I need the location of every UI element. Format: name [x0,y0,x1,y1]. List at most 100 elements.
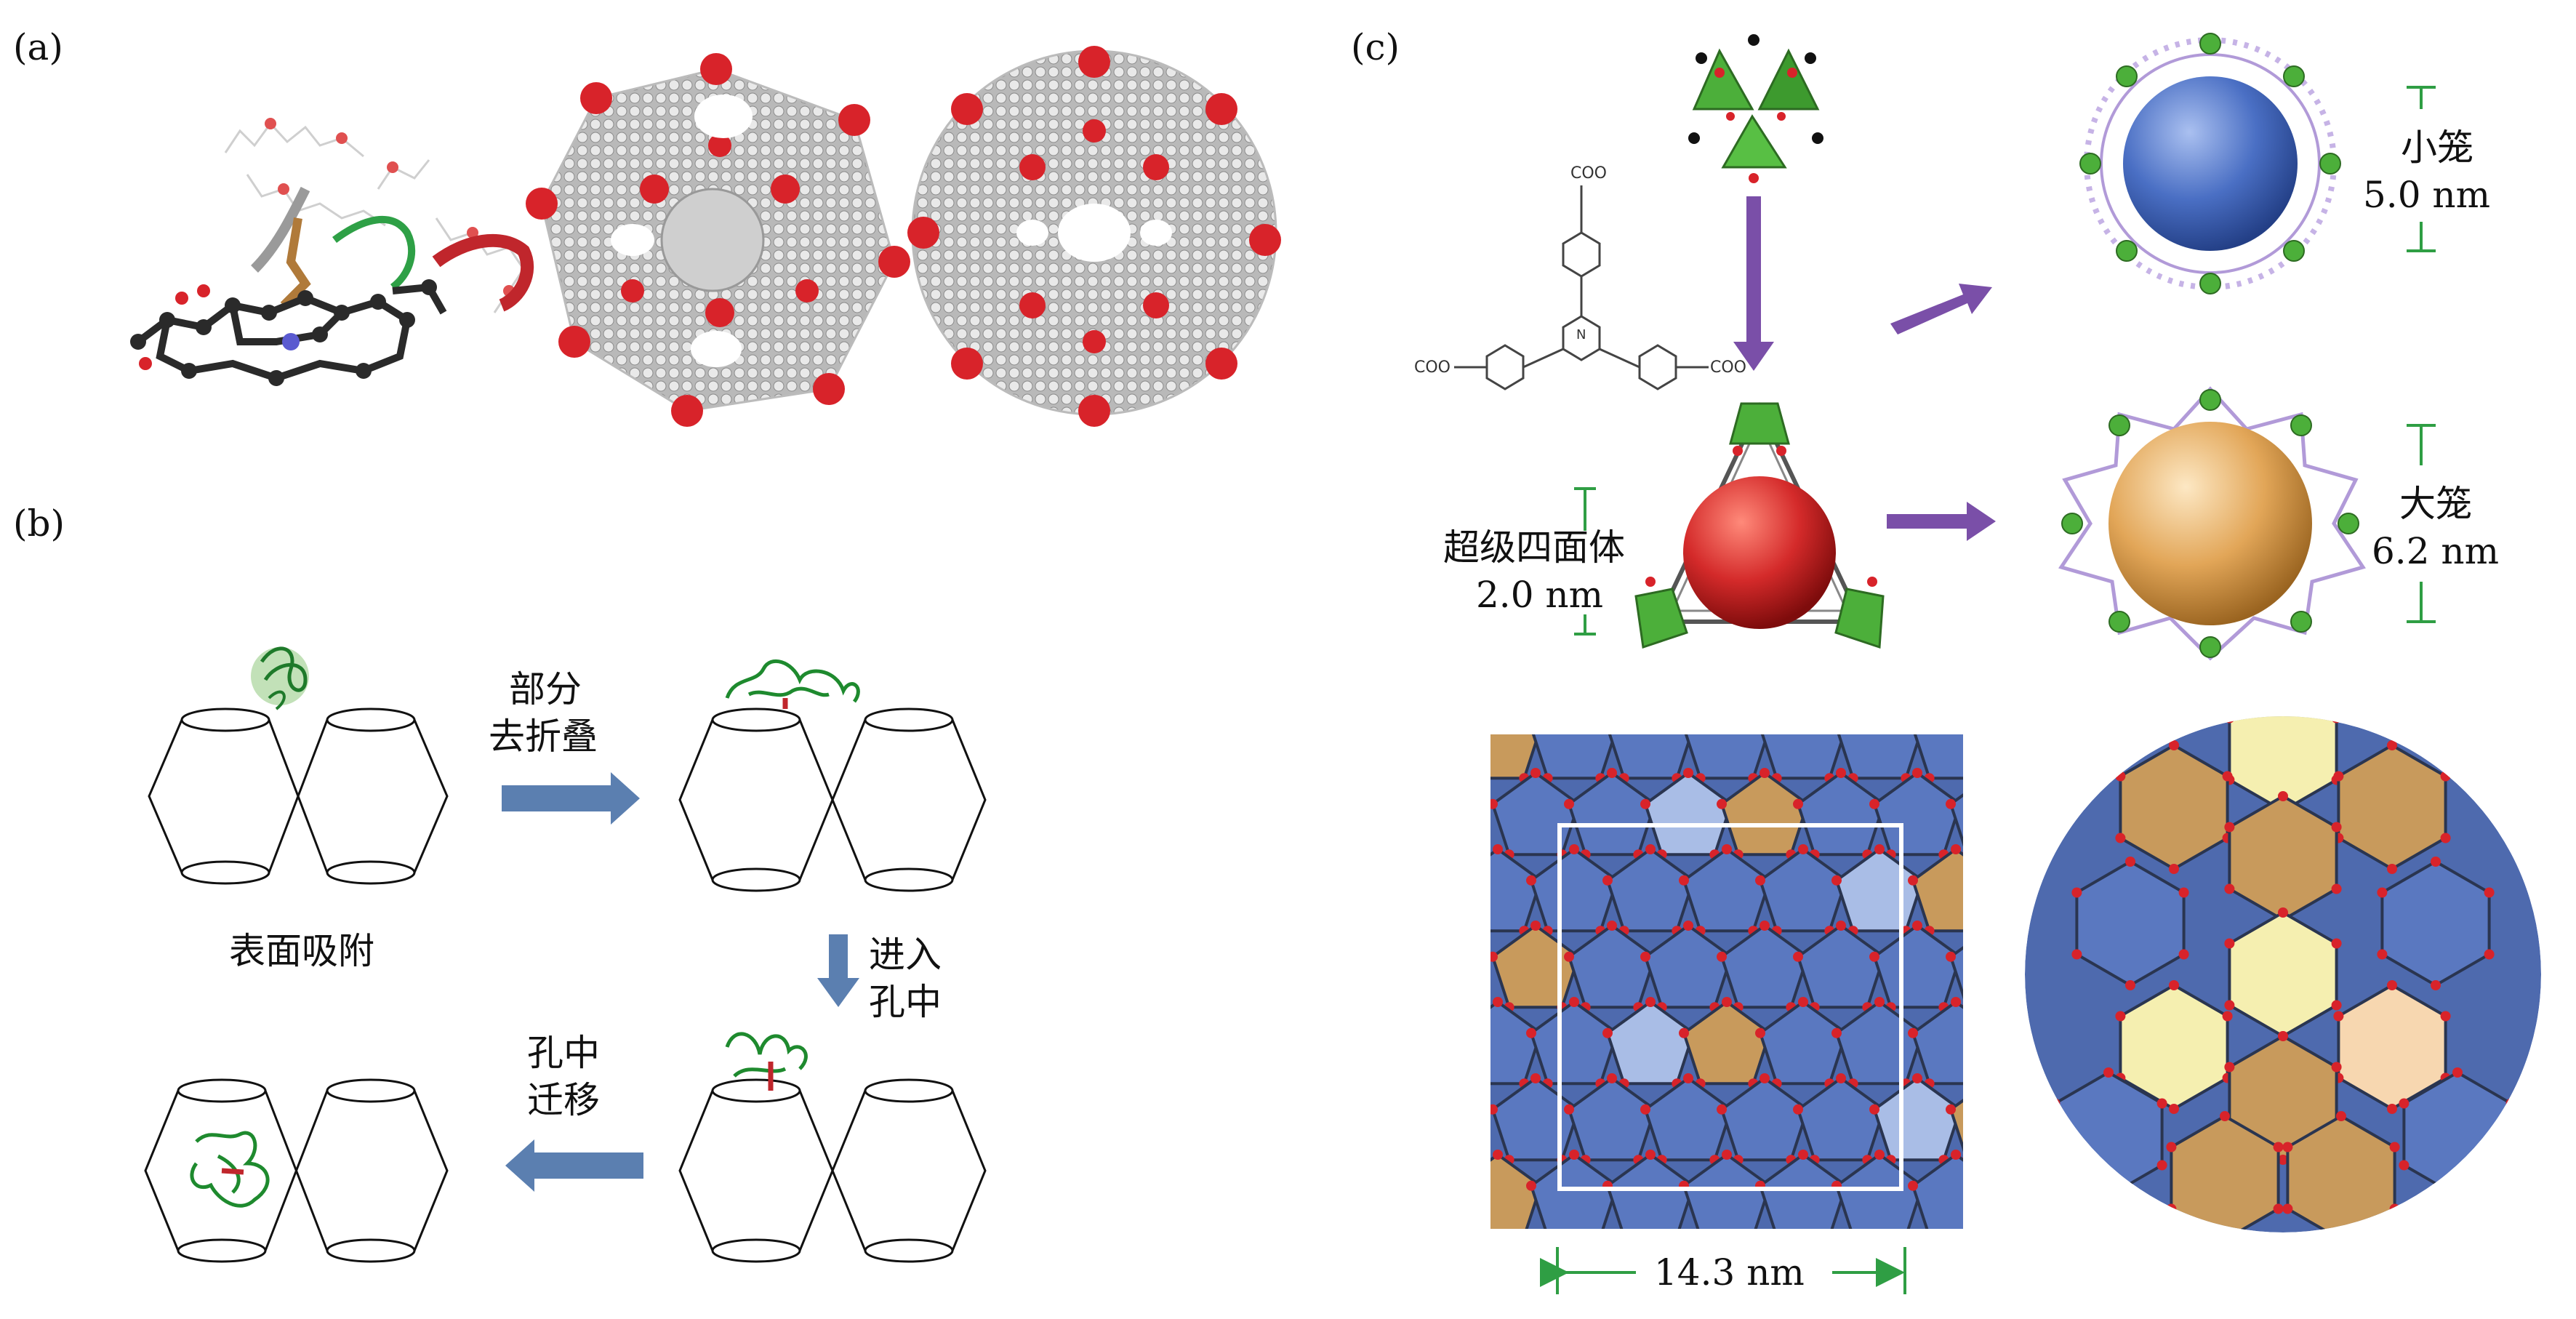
oxygen-atom [2336,1235,2346,1245]
oxygen-atom [2169,1104,2179,1114]
lattice-cell [1531,734,1617,780]
oxygen-atom [2452,1191,2463,1201]
oxygen-atom [2273,1142,2284,1152]
oxygen-atom [2331,822,2342,833]
cluster-cells [2050,716,2516,1245]
oxygen-atom [1645,691,1656,702]
oxygen-atom [2031,799,2042,809]
oxygen-atom [1493,844,1503,854]
oxygen-atom [1951,997,1961,1007]
oxygen-atom [1569,844,1579,854]
oxygen-atom [2169,980,2179,990]
panel-c-label: (c) [1351,26,1400,68]
oxygen-atom [1755,723,1765,733]
supertetrahedron-dimension [1574,487,1596,636]
lattice-cell [1872,923,1962,1009]
step-migrate-line2: 迁移 [527,1079,600,1121]
oxygen-atom [1836,1073,1846,1083]
oxygen-atom [1722,997,1732,1007]
step-migrate-line1: 孔中 [527,1032,600,1074]
oxygen-atom [1450,723,1460,733]
pore-pair-bottom-left [144,1078,449,1263]
small-cage-label: 小笼 [2401,127,2473,169]
lattice-cell [1567,1076,1657,1162]
oxygen-atom [1530,1073,1541,1083]
large-cage [2058,386,2366,661]
oxygen-atom [1688,723,1698,733]
oxygen-atom [2387,980,2397,990]
oxygen-atom [1526,723,1536,733]
oxygen-atom [2440,833,2451,843]
oxygen-atom [2115,771,2126,782]
lattice-cell [1529,1000,1619,1086]
oxygen-atom [1831,875,1842,886]
oxygen-atom [1912,1073,1922,1083]
oxygen-atom [1722,844,1732,854]
oxygen-atom [2484,887,2495,898]
arrow-to-small-cage [1890,284,1992,334]
oxygen-atom [2222,771,2233,782]
lattice-cell [1605,1152,1696,1229]
lattice-cell [1758,1000,1848,1086]
oxygen-atom [1793,951,1803,962]
oxygen-atom [1683,768,1693,778]
oxygen-atom [2333,771,2344,782]
large-cage-dimension [2407,424,2436,623]
oxygen-atom [2505,1098,2516,1109]
lattice-cell [1796,771,1886,857]
oxygen-atom [2331,1000,2342,1011]
lattice-cell [1837,734,1922,780]
oxygen-atom [1569,691,1579,702]
oxygen-atom [1869,798,1879,809]
large-cage-sphere [2108,422,2312,625]
oxygen-atom [1760,768,1770,778]
oxygen-atom [2440,1011,2451,1022]
oxygen-atom [1831,723,1842,733]
oxygen-atom [1798,844,1808,854]
oxygen-atom [1994,1028,2004,1038]
oxygen-atom [2431,980,2441,990]
oxygen-atom [2178,949,2189,960]
lattice-cell [1643,771,1733,857]
oxygen-atom [1490,798,1498,809]
oxygen-atom [2166,1203,2177,1214]
arrow-enter-pore [817,934,859,1007]
oxygen-atom [1901,1231,1911,1241]
oxygen-atom [2103,1067,2114,1078]
cage-cluster [2025,716,2541,1245]
panel-b-label: (b) [13,502,65,545]
lattice-cell [1605,847,1696,933]
oxygen-atom [1793,798,1803,809]
panel-b: (b) 表面吸附 部分 去折叠 [13,502,987,1263]
lattice-cell [1490,847,1543,933]
oxygen-atom [1450,875,1460,886]
oxygen-atom [1683,1073,1693,1083]
oxygen-atom [1977,773,1987,783]
lattice-dimension [1540,1247,1906,1294]
oxygen-atom [2050,1160,2061,1171]
oxygen-atom [1748,1231,1758,1241]
oxygen-atom [1946,951,1956,962]
large-cage-size: 6.2 nm [2372,530,2499,572]
oxygen-atom [2440,771,2451,782]
oxygen-atom [1466,773,1477,783]
lattice-cell [1872,771,1962,857]
supertetrahedron [1634,402,1885,649]
lattice-cell [1490,1152,1543,1229]
space-filling-cage-right [907,46,1281,427]
lattice-cell [1911,1000,1963,1086]
oxygen-atom [1874,844,1885,854]
migrating-protein [190,1131,270,1208]
oxygen-atom [2220,1111,2230,1121]
oxygen-atom [1989,768,1999,778]
oxygen-atom [2166,1142,2177,1152]
oxygen-atom [1869,1104,1879,1115]
triazine-ligand: COO COO COO N [1414,164,1746,390]
oxygen-atom [2220,1235,2230,1245]
oxygen-atom [2115,1011,2126,1022]
oxygen-atom [1696,1231,1706,1241]
oxygen-atom [2278,791,2288,801]
unfolding-protein [725,659,860,709]
oxygen-atom [2169,864,2179,874]
